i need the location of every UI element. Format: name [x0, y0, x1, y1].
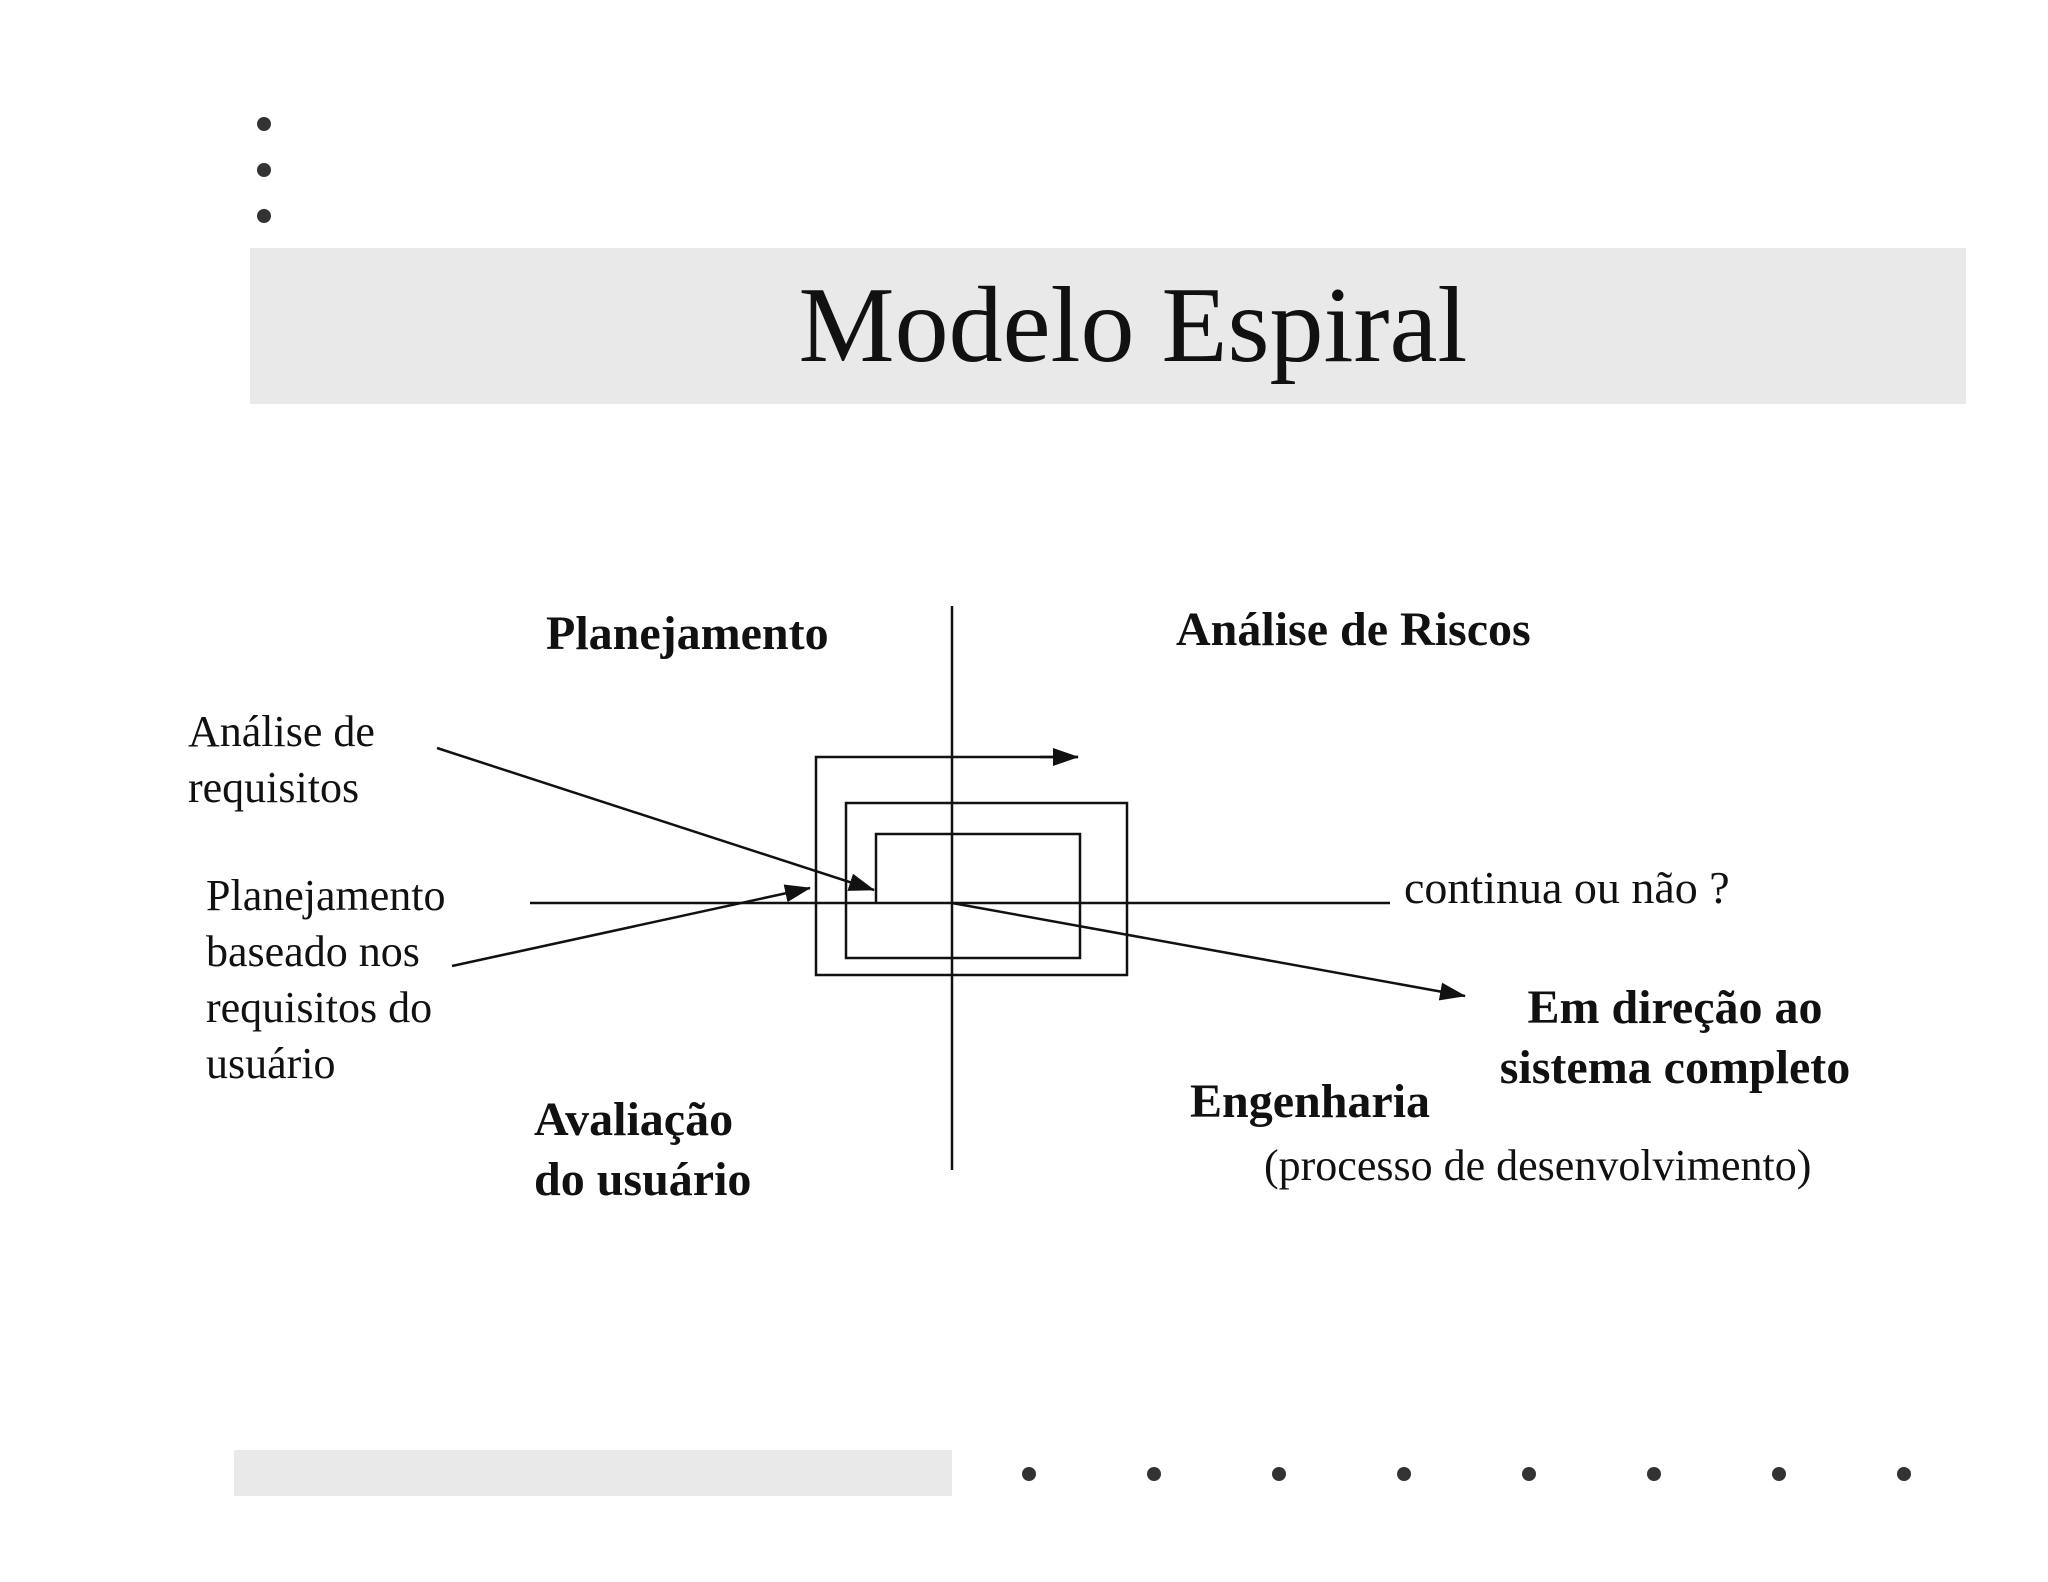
decor-dot	[1772, 1467, 1786, 1481]
decor-dot	[1022, 1467, 1036, 1481]
decor-dot	[257, 117, 271, 131]
decor-dot	[257, 163, 271, 177]
decor-dot	[257, 209, 271, 223]
quadrant-label-planning: Planejamento	[546, 607, 829, 660]
quadrant-label-risk-analysis: Análise de Riscos	[1176, 603, 1531, 656]
spiral-path	[814, 755, 1129, 977]
decor-dot	[1897, 1467, 1911, 1481]
requirements-arrow	[436, 746, 875, 892]
decor-dot	[1647, 1467, 1661, 1481]
quadrant-label-user-evaluation: Avaliação do usuário	[534, 1093, 752, 1206]
annotation-planning: Planejamento baseado nos requisitos do u…	[206, 871, 446, 1088]
decor-dot	[1272, 1467, 1286, 1481]
decor-dot	[1522, 1467, 1536, 1481]
direction-arrow	[951, 901, 1466, 1001]
title-band	[250, 248, 1966, 404]
slide-title: Modelo Espiral	[798, 266, 1468, 385]
annotation-requirements: Análise de requisitos	[188, 707, 375, 812]
annotation-direction: Em direção ao sistema completo	[1499, 981, 1851, 1094]
decor-dot	[1397, 1467, 1411, 1481]
footer-band	[234, 1450, 952, 1496]
planning-arrow	[451, 884, 811, 968]
quadrant-label-engineering: Engenharia	[1190, 1075, 1431, 1128]
quadrant-sublabel-engineering: (processo de desenvolvimento)	[1264, 1141, 1812, 1190]
decor-dot	[1147, 1467, 1161, 1481]
annotation-continue: continua ou não ?	[1404, 862, 1730, 913]
